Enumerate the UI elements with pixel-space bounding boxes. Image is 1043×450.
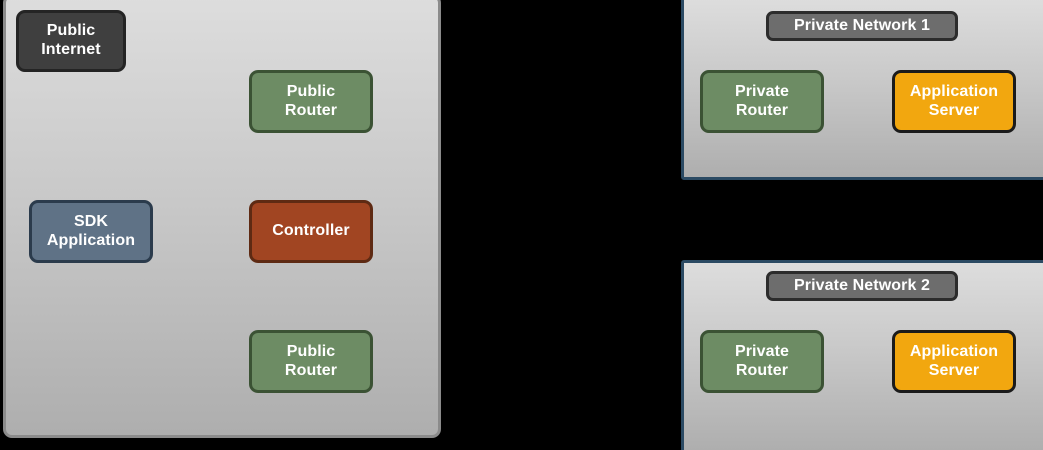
node-private-router-1[interactable]: Private Router — [700, 70, 824, 133]
node-application-server-1[interactable]: Application Server — [892, 70, 1016, 133]
node-public-router-bottom[interactable]: Public Router — [249, 330, 373, 393]
node-controller[interactable]: Controller — [249, 200, 373, 263]
private-network-1-zone-title: Private Network 1 — [766, 11, 958, 41]
node-public-router-top[interactable]: Public Router — [249, 70, 373, 133]
node-private-router-2[interactable]: Private Router — [700, 330, 824, 393]
node-public-internet[interactable]: Public Internet — [16, 10, 126, 72]
node-sdk-application[interactable]: SDK Application — [29, 200, 153, 263]
node-application-server-2[interactable]: Application Server — [892, 330, 1016, 393]
private-network-2-zone-title: Private Network 2 — [766, 271, 958, 301]
